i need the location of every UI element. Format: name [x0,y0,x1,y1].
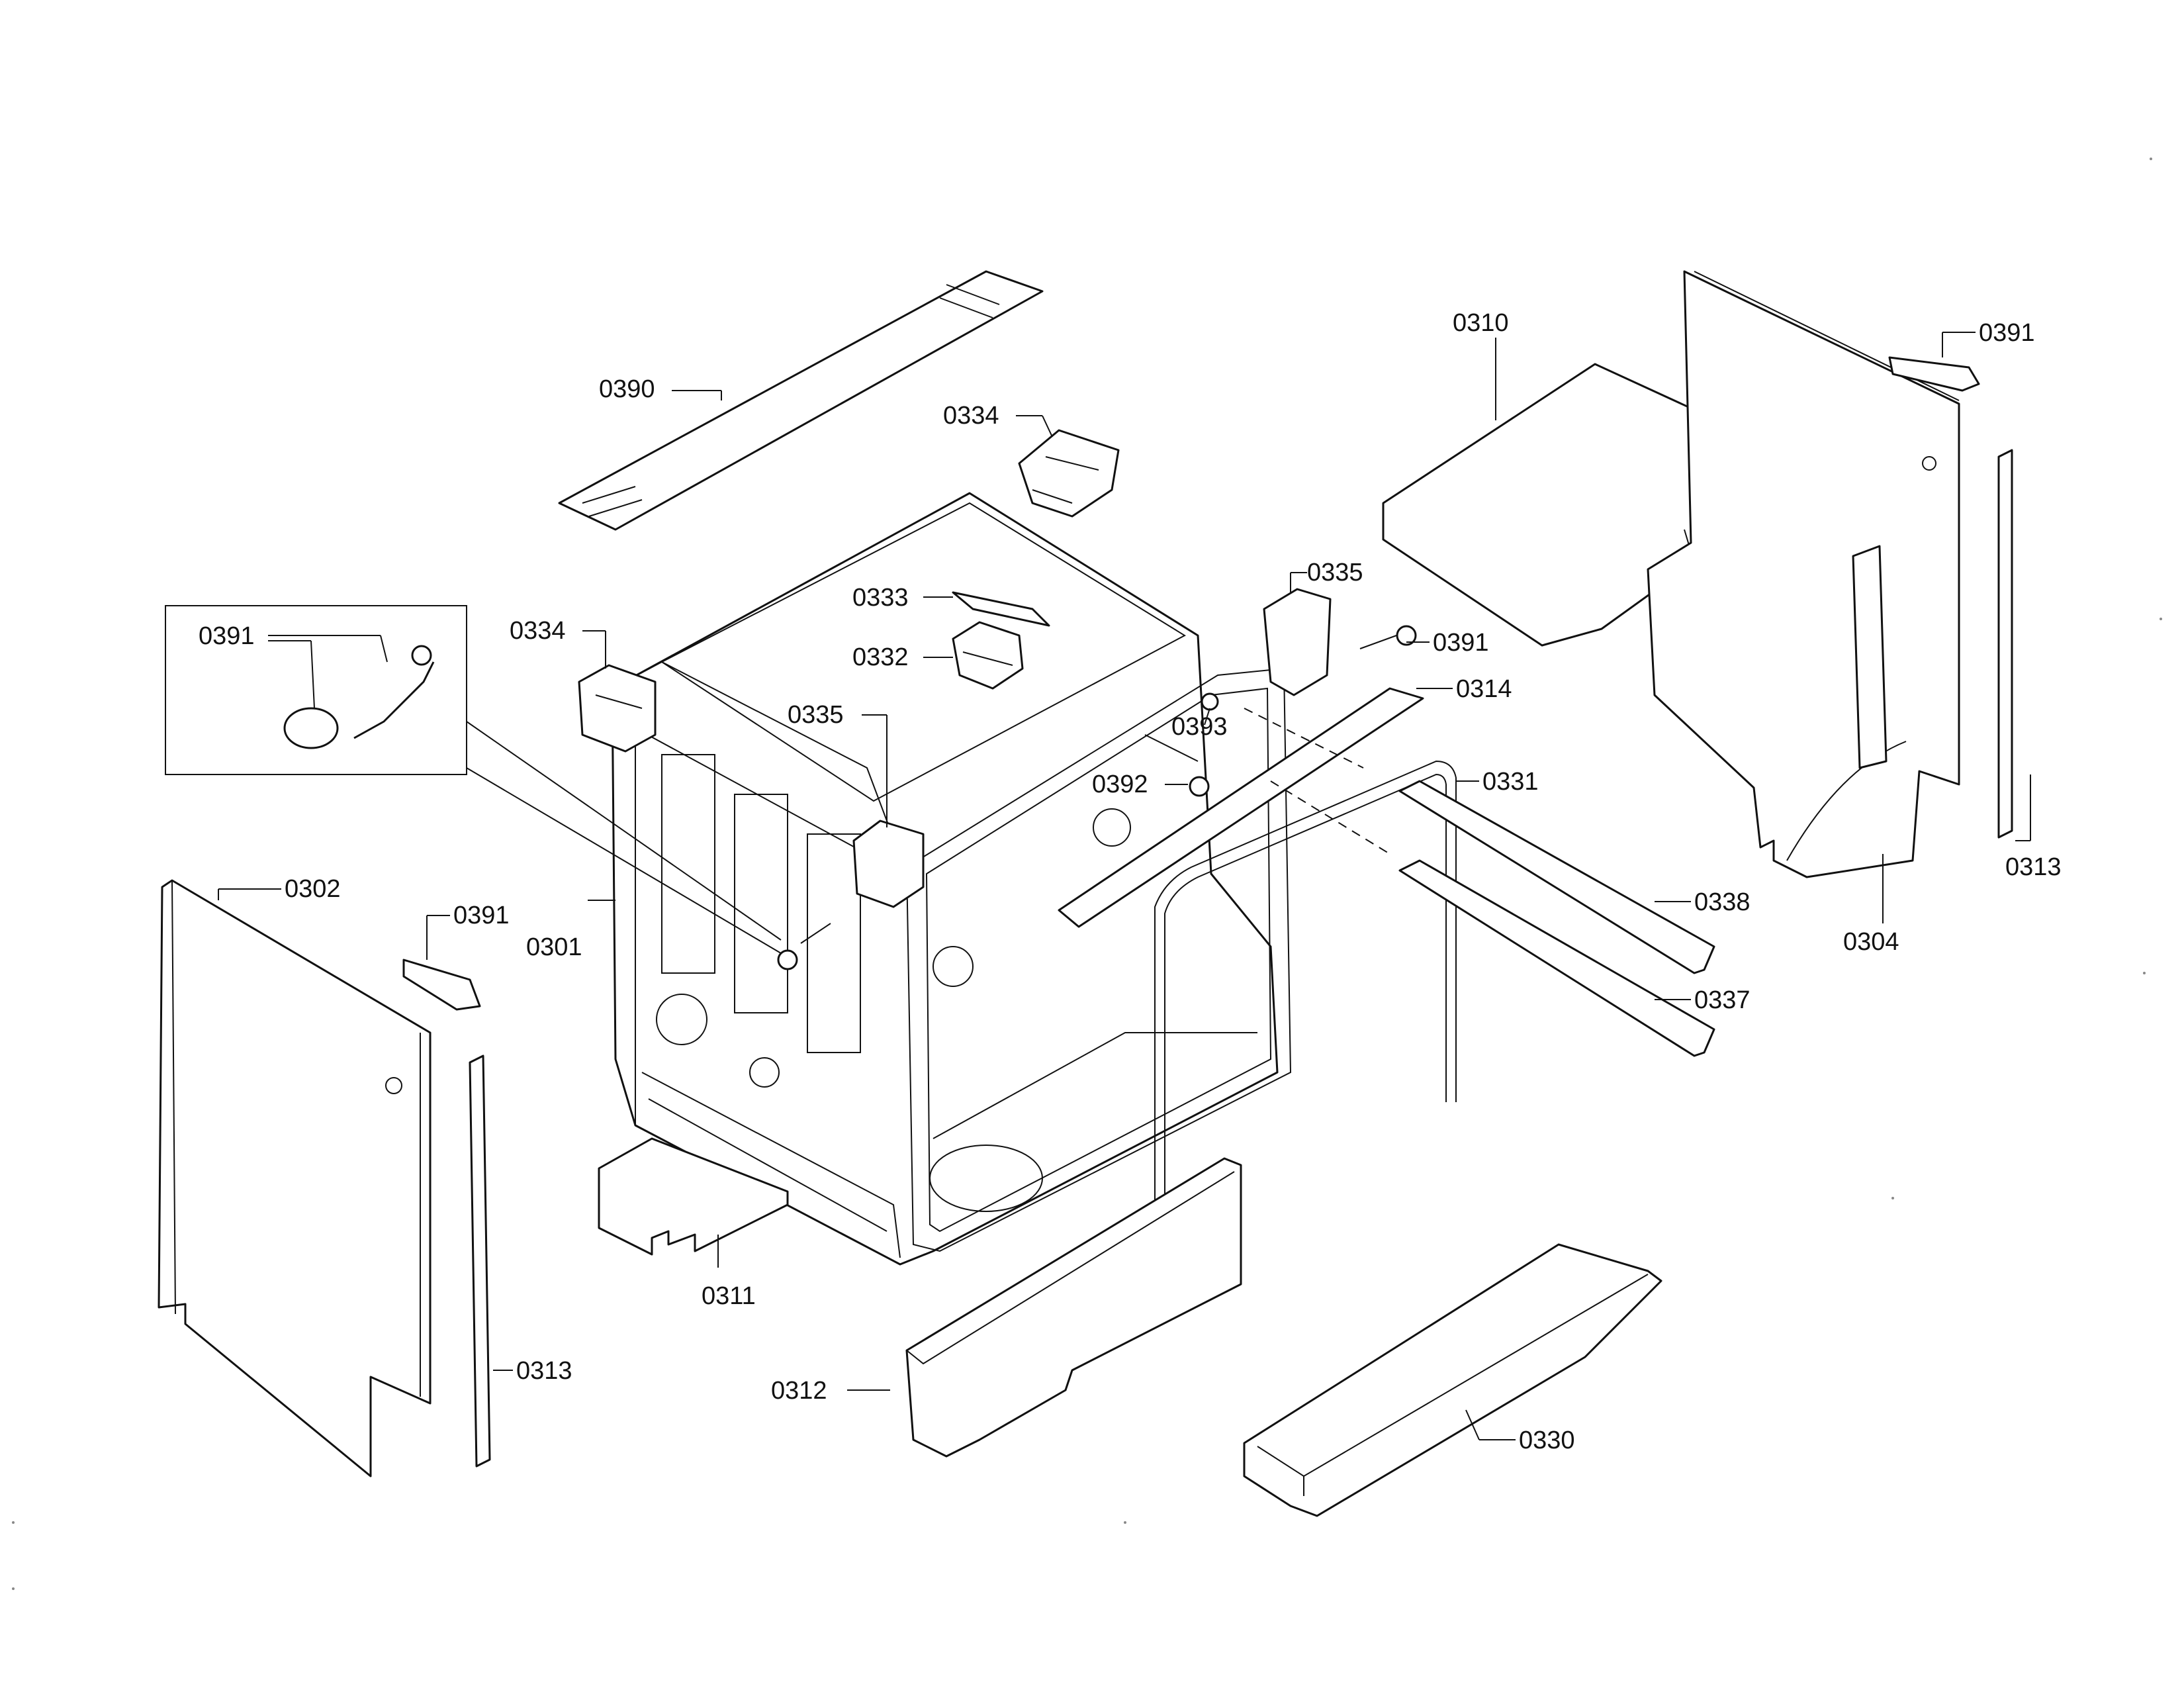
part-0391-screw-right [1359,625,1417,649]
part-0304-side-panel [1647,270,1960,878]
label-0301: 0301 [526,933,582,961]
part-0337-slide-rail [1398,859,1715,1057]
part-0392-fastener [1144,734,1210,797]
label-0391-topright: 0391 [1979,319,2035,347]
assembly-lines [1244,708,1390,855]
label-0338: 0338 [1694,888,1751,916]
label-0391-box: 0391 [199,622,255,650]
part-0391-bracket-left [402,959,481,1011]
label-0393: 0393 [1171,713,1228,741]
label-0391-screw: 0391 [1433,629,1489,657]
label-0392: 0392 [1092,771,1148,798]
scan-specks [12,158,2162,1590]
part-0333-clip [952,591,1050,627]
label-0313-left: 0313 [516,1357,572,1385]
label-0334-top: 0334 [943,402,999,430]
label-0312: 0312 [771,1377,827,1405]
label-0391-left: 0391 [453,902,510,929]
part-0393-fastener [1201,692,1219,711]
part-0332-latch [952,621,1024,690]
label-0332: 0332 [852,643,909,671]
part-labels: 0390 0334 0333 0332 0334 0335 0335 0310 … [199,309,2062,1454]
part-0313-trim-left [469,1055,491,1468]
label-0302: 0302 [285,875,341,903]
part-0335-hinge-left [852,820,925,908]
part-tub-front-frame [905,667,1292,1252]
part-0338-slide-rail [1398,780,1715,974]
label-0313-right: 0313 [2005,853,2062,881]
leader-lines [218,332,2031,1440]
detail-box-0391 [165,605,782,954]
label-0333: 0333 [852,584,909,612]
label-0331: 0331 [1482,768,1539,796]
part-0335-hinge-right [1263,588,1332,696]
label-0304: 0304 [1843,928,1899,956]
label-0337: 0337 [1694,986,1751,1014]
part-center-screw [777,923,831,970]
part-0311-base-block [598,1137,789,1256]
part-0391-bracket-topright [1888,356,1980,392]
label-0314: 0314 [1456,675,1512,703]
part-0330-base-rail [1243,1243,1662,1517]
label-0311: 0311 [702,1282,756,1310]
label-0335-right: 0335 [1307,559,1363,586]
label-0334-left: 0334 [510,617,566,645]
label-0330: 0330 [1519,1427,1575,1454]
part-0312-kick-block [905,1157,1242,1458]
part-0334-bracket-top [1018,429,1120,518]
label-0335-left: 0335 [788,701,844,729]
label-0310: 0310 [1453,309,1509,337]
part-0331-gasket [1154,760,1457,1231]
part-0313-trim-right [1997,449,2013,839]
part-0390-top-plate [558,270,1044,531]
part-0314-rail [1058,687,1424,928]
part-0302-side-panel [158,879,432,1477]
part-0334-bracket-left [578,664,657,753]
label-0390: 0390 [599,375,655,403]
part-0301-tub [611,492,1279,1266]
